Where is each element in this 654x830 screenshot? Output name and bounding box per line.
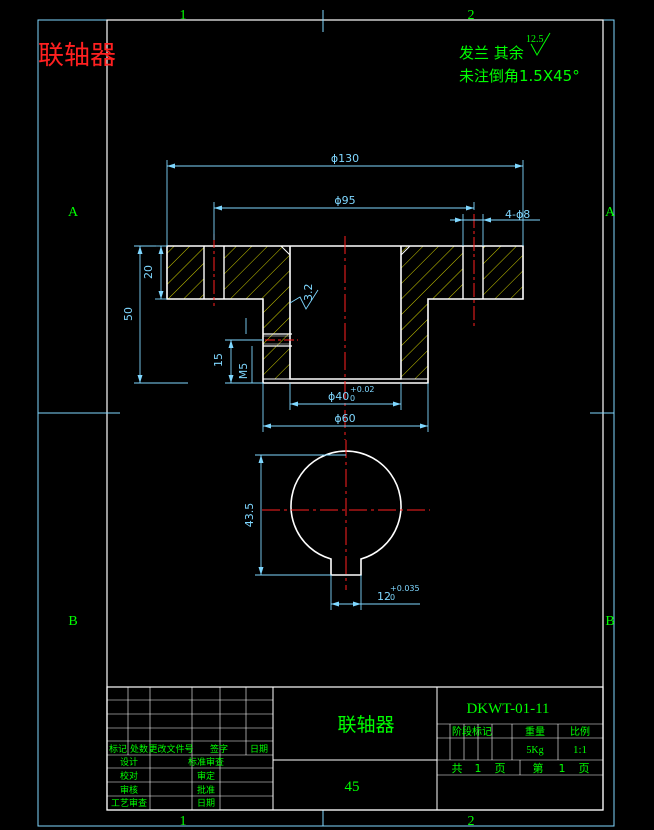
role-review: 审核 bbox=[120, 784, 138, 796]
value-scale: 1:1 bbox=[573, 744, 587, 756]
zone-label-right-a: A bbox=[605, 205, 616, 220]
hdr-weight: 重量 bbox=[525, 725, 545, 738]
rev-header-sign: 签字 bbox=[210, 743, 228, 755]
note-chamfer: 未注倒角1.5X45° bbox=[459, 67, 580, 85]
rev-header-mark: 标记 bbox=[109, 743, 127, 755]
zone-label-bottom-2: 2 bbox=[468, 814, 475, 829]
rev-header-file: 更改文件号 bbox=[148, 743, 193, 755]
hatch-flange-right-inner bbox=[401, 246, 463, 299]
sheet-total-prefix: 共 bbox=[452, 762, 463, 775]
hdr-stage: 阶段标记 bbox=[452, 725, 492, 738]
title-block-material: 45 bbox=[345, 779, 360, 795]
zone-label-left-b: B bbox=[68, 614, 77, 629]
rev-header-count: 处数 bbox=[130, 743, 148, 755]
section-dimension-labels: ϕ130 ϕ95 4-ϕ8 20 50 15 M5 3.2 ϕ40 +0.02 … bbox=[122, 152, 530, 425]
role-standard: 标准审查 bbox=[188, 756, 224, 768]
role-check: 校对 bbox=[120, 770, 138, 782]
role-approve-final: 审定 bbox=[197, 770, 215, 782]
hdr-scale: 比例 bbox=[570, 725, 590, 738]
dim-w12-tol-low: 0 bbox=[390, 593, 395, 602]
title-block bbox=[106, 686, 604, 811]
section-view bbox=[166, 214, 524, 440]
sheet-total-value: 1 bbox=[475, 762, 482, 775]
zone-label-right-b: B bbox=[605, 614, 614, 629]
dim-h15: 15 bbox=[212, 353, 225, 367]
zone-label-left-a: A bbox=[68, 205, 79, 220]
dim-w12: 12 bbox=[377, 590, 391, 603]
hatch-flange-right-outer bbox=[483, 246, 523, 299]
dim-d40: ϕ40 bbox=[328, 390, 349, 403]
role-design: 设计 bbox=[120, 756, 138, 768]
sheet-no-suffix: 页 bbox=[579, 762, 590, 775]
value-weight: 5Kg bbox=[526, 745, 543, 756]
note-flange-roughness: 12.5 bbox=[526, 34, 544, 45]
dim-d130: ϕ130 bbox=[331, 152, 359, 165]
bore-with-keyway bbox=[290, 450, 402, 576]
dim-holes: 4-ϕ8 bbox=[505, 208, 530, 221]
dim-d60: ϕ60 bbox=[334, 412, 355, 425]
chamfer-left bbox=[280, 245, 291, 256]
dim-d95: ϕ95 bbox=[334, 194, 355, 207]
note-flange: 发兰 其余 bbox=[459, 44, 524, 62]
dim-h50: 50 bbox=[122, 307, 135, 321]
title-block-part-name: 联轴器 bbox=[337, 714, 394, 736]
chamfer-right bbox=[400, 245, 411, 256]
dim-m5: M5 bbox=[237, 363, 250, 380]
sheet-no-prefix: 第 bbox=[533, 761, 544, 775]
title-block-drawing-no: DKWT-01-11 bbox=[466, 701, 549, 717]
sheet-total-suffix: 页 bbox=[495, 762, 506, 775]
dim-w12-tol-up: +0.035 bbox=[390, 584, 420, 593]
dim-h43-5: 43.5 bbox=[243, 503, 256, 528]
hatch-hub-right bbox=[401, 299, 428, 379]
dim-d40-tol-up: +0.02 bbox=[350, 385, 375, 394]
dim-d40-tol-low: 0 bbox=[350, 394, 355, 403]
end-view-arrows bbox=[258, 455, 361, 607]
end-view-dimensions bbox=[255, 454, 420, 610]
hatch-hub-left bbox=[263, 299, 290, 379]
sheet-no-value: 1 bbox=[559, 762, 566, 775]
dim-h20: 20 bbox=[142, 265, 155, 279]
drawing-title: 联轴器 bbox=[38, 41, 116, 71]
role-process: 工艺审查 bbox=[111, 797, 147, 809]
role-approve: 批准 bbox=[197, 784, 215, 796]
section-dimension-arrows bbox=[137, 163, 523, 429]
zone-label-bottom-1: 1 bbox=[180, 814, 187, 829]
hatch-flange-left-inner bbox=[224, 246, 290, 299]
roughness-bore: 3.2 bbox=[302, 284, 315, 302]
end-view bbox=[262, 440, 430, 590]
hatch-flange-left-outer bbox=[167, 246, 204, 299]
zone-label-top-2: 2 bbox=[468, 8, 475, 23]
section-dimensions bbox=[134, 160, 540, 432]
roughness-symbol-icon bbox=[530, 32, 551, 57]
rev-header-date: 日期 bbox=[250, 744, 268, 755]
role-date: 日期 bbox=[197, 798, 215, 809]
zone-label-top-1: 1 bbox=[180, 8, 187, 23]
